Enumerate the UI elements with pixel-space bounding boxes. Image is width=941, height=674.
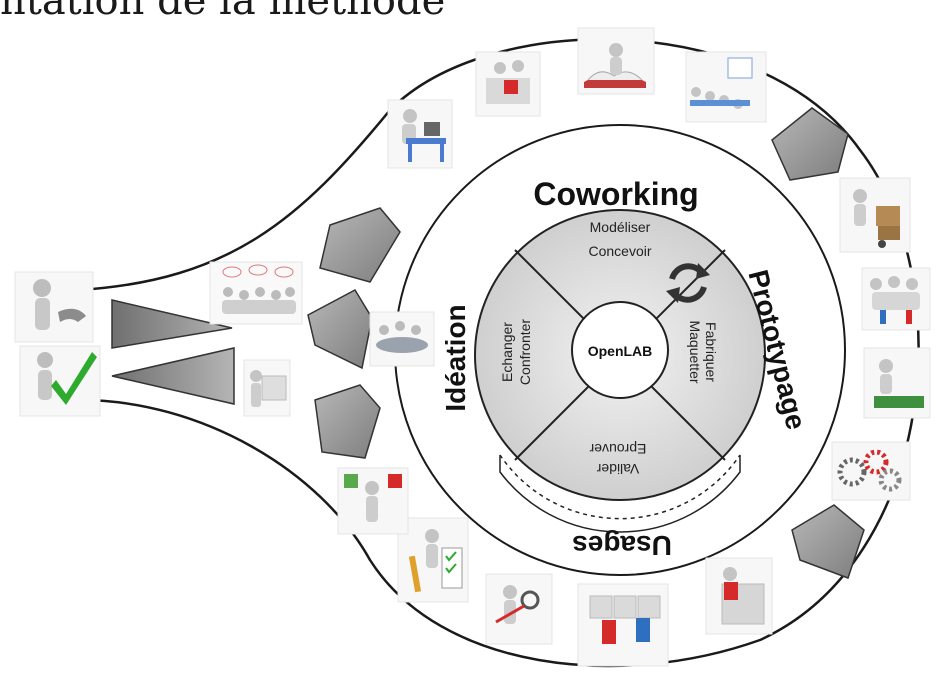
funnel-triangle-upper (111, 299, 233, 349)
funnel-triangle-lower (111, 347, 235, 405)
gears-icon (831, 441, 911, 501)
presentation-audience-icon (685, 51, 767, 123)
quadrant-top-line1: Modéliser (590, 219, 651, 235)
quadrant-bottom-line1: Eprouver (589, 441, 646, 457)
phase-coworking: Coworking (533, 176, 698, 212)
center-circle (571, 301, 669, 399)
page-title: ntation de la méthode (0, 0, 446, 24)
chevron-arrow (771, 107, 849, 181)
team-tools-icon (861, 267, 931, 331)
refresh-cycle-icon (666, 263, 710, 303)
phase-ideation: Idéation (440, 304, 471, 411)
desk-computer-icon (387, 99, 453, 169)
usages-dashed-arc (499, 454, 741, 520)
puzzle-team-icon (475, 51, 541, 117)
phase-usages: Usages (572, 530, 672, 561)
person-with-checkmark-icon (19, 345, 101, 417)
workbench-icon (863, 347, 931, 419)
person-holding-board-icon (243, 359, 291, 417)
puzzle-assembly-icon (705, 557, 773, 635)
open-book-icon (577, 27, 655, 95)
person-with-arrow-icon (14, 271, 94, 343)
meeting-table-icon (369, 311, 435, 367)
quadrant-left-line1: Echanger (499, 322, 515, 382)
magnifying-glass-icon (485, 573, 553, 645)
usages-band (499, 455, 741, 533)
chevron-arrow (319, 207, 401, 283)
chevron-arrow (307, 289, 373, 370)
chevron-arrow (314, 384, 381, 459)
quadrant-top-line2: Concevoir (588, 243, 651, 259)
quadrant-left-line2: Confronter (517, 319, 533, 385)
quadrant-bottom-line2: Valider (596, 461, 639, 477)
crowd-speech-bubbles-icon (209, 261, 303, 325)
question-answer-icon (337, 467, 409, 535)
chevron-arrow (791, 504, 865, 579)
delivery-cart-icon (839, 177, 911, 253)
quadrant-right-line1: Fabriquer (703, 322, 719, 382)
center-label: OpenLAB (588, 343, 653, 359)
quadrant-right-line2: Maquetter (687, 320, 703, 383)
checklist-pencil-icon (397, 517, 469, 603)
puzzle-people-icon (577, 583, 669, 667)
